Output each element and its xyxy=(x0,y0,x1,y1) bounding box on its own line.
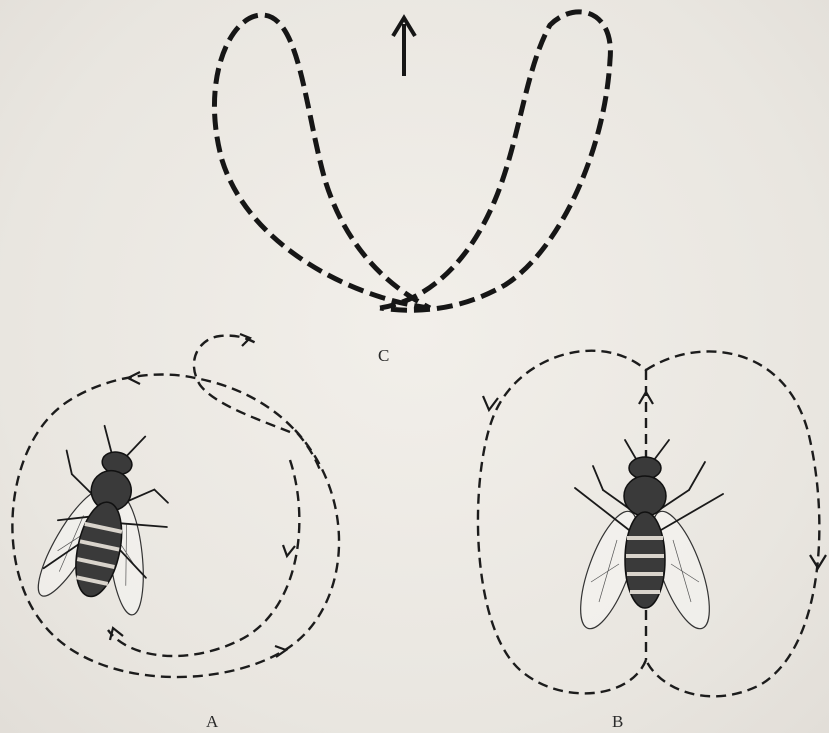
panel-a-arrowhead xyxy=(240,334,250,346)
bee-a-illustration xyxy=(25,417,184,623)
panel-a-outer-circle xyxy=(12,374,339,677)
up-arrow-icon xyxy=(393,18,415,76)
panel-b-diagram xyxy=(478,351,826,697)
bee-b-illustration xyxy=(569,440,723,635)
panel-a-diagram xyxy=(12,334,339,677)
panel-c-right-loop xyxy=(380,12,610,310)
panel-a-arrowhead xyxy=(110,628,123,640)
panel-c-label: C xyxy=(378,346,390,366)
panel-a-loop xyxy=(194,336,290,432)
panel-b-label: B xyxy=(612,712,624,732)
panel-a-arrowhead xyxy=(128,372,140,384)
panel-b-arrowhead xyxy=(483,396,498,410)
panel-b-arrowhead xyxy=(810,555,826,568)
panel-c-diagram xyxy=(214,12,610,310)
panel-a-label: A xyxy=(206,712,219,732)
panel-a-arrowhead xyxy=(275,646,286,657)
panel-a-arrowhead xyxy=(283,545,295,556)
panel-c-left-loop xyxy=(214,15,430,308)
